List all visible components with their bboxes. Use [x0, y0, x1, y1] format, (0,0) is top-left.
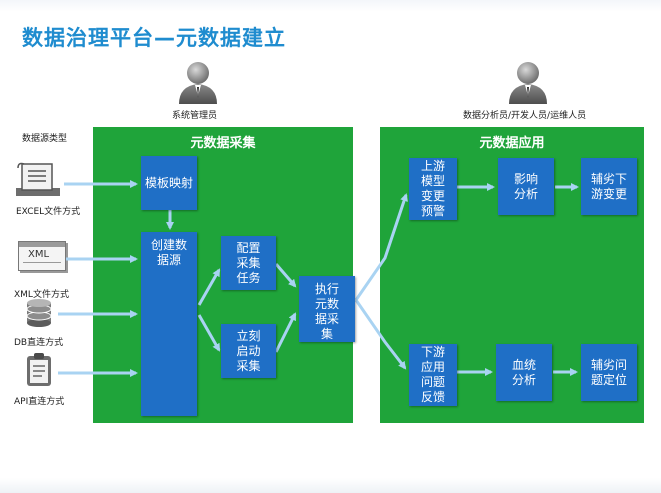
source-type-header: 数据源类型 — [22, 134, 68, 144]
template-mapping-label: 模板映射 — [144, 175, 193, 190]
source-label-excel: EXCEL文件方式 — [16, 207, 81, 217]
analyst-roles-label: 数据分析员/开发人员/运维人员 — [463, 111, 587, 121]
template-mapping-box: 模板映射 — [141, 156, 197, 210]
execute-collection-label: 执行元数据采集 — [314, 282, 339, 341]
source-label-xml: XML文件方式 — [14, 290, 69, 300]
arrow-execute-to-upstream — [354, 193, 408, 301]
system-admin-label: 系统管理员 — [172, 111, 218, 121]
source-label-db: DB直连方式 — [14, 338, 64, 348]
page-title: 数据治理平台—元数据建立 — [22, 26, 286, 50]
application-panel-title: 元数据应用 — [479, 136, 545, 151]
upstream-alert-label: 上游模型变更预警 — [420, 159, 445, 218]
assist-locate-box: 辅劣问题定位 — [581, 344, 637, 401]
bottom-decoration-band — [0, 478, 661, 493]
collection-panel-title: 元数据采集 — [190, 136, 256, 151]
lineage-analysis-label: 血统分析 — [511, 357, 536, 387]
execute-collection-box: 执行元数据采集 — [299, 276, 355, 342]
source-label-api: API直连方式 — [14, 397, 65, 407]
arrow-start-to-execute — [274, 312, 297, 353]
lineage-analysis-box: 血统分析 — [496, 344, 552, 401]
excel-file-icon — [16, 162, 60, 196]
top-decoration-band — [0, 0, 661, 12]
arrow-create-to-config — [197, 268, 221, 306]
start-collection-box: 立刻启动采集 — [221, 324, 276, 378]
start-collection-label: 立刻启动采集 — [236, 328, 261, 373]
arrow-config-to-execute — [274, 263, 297, 288]
system-admin-person-icon — [179, 62, 217, 104]
database-icon — [26, 299, 52, 327]
assist-downstream-box: 辅劣下游变更 — [581, 158, 637, 215]
config-task-box: 配置采集任务 — [221, 236, 276, 290]
assist-downstream-label: 辅劣下游变更 — [590, 171, 627, 201]
create-datasource-box: 创建数据源 — [141, 232, 197, 416]
arrow-execute-to-downstream — [354, 299, 407, 370]
analyst-person-icon — [509, 62, 547, 104]
xml-file-icon: XML — [18, 241, 66, 271]
downstream-feedback-box: 下游应用问题反馈 — [409, 344, 457, 406]
downstream-feedback-label: 下游应用问题反馈 — [420, 345, 445, 404]
create-datasource-label: 创建数据源 — [151, 238, 188, 267]
assist-locate-label: 辅劣问题定位 — [590, 357, 627, 387]
impact-analysis-label: 影响分析 — [513, 171, 538, 201]
impact-analysis-box: 影响分析 — [498, 158, 554, 215]
xml-icon-text: XML — [28, 249, 50, 260]
upstream-alert-box: 上游模型变更预警 — [409, 158, 457, 220]
config-task-label: 配置采集任务 — [236, 240, 261, 285]
arrow-create-to-start — [197, 314, 221, 352]
api-clipboard-icon — [27, 353, 51, 386]
